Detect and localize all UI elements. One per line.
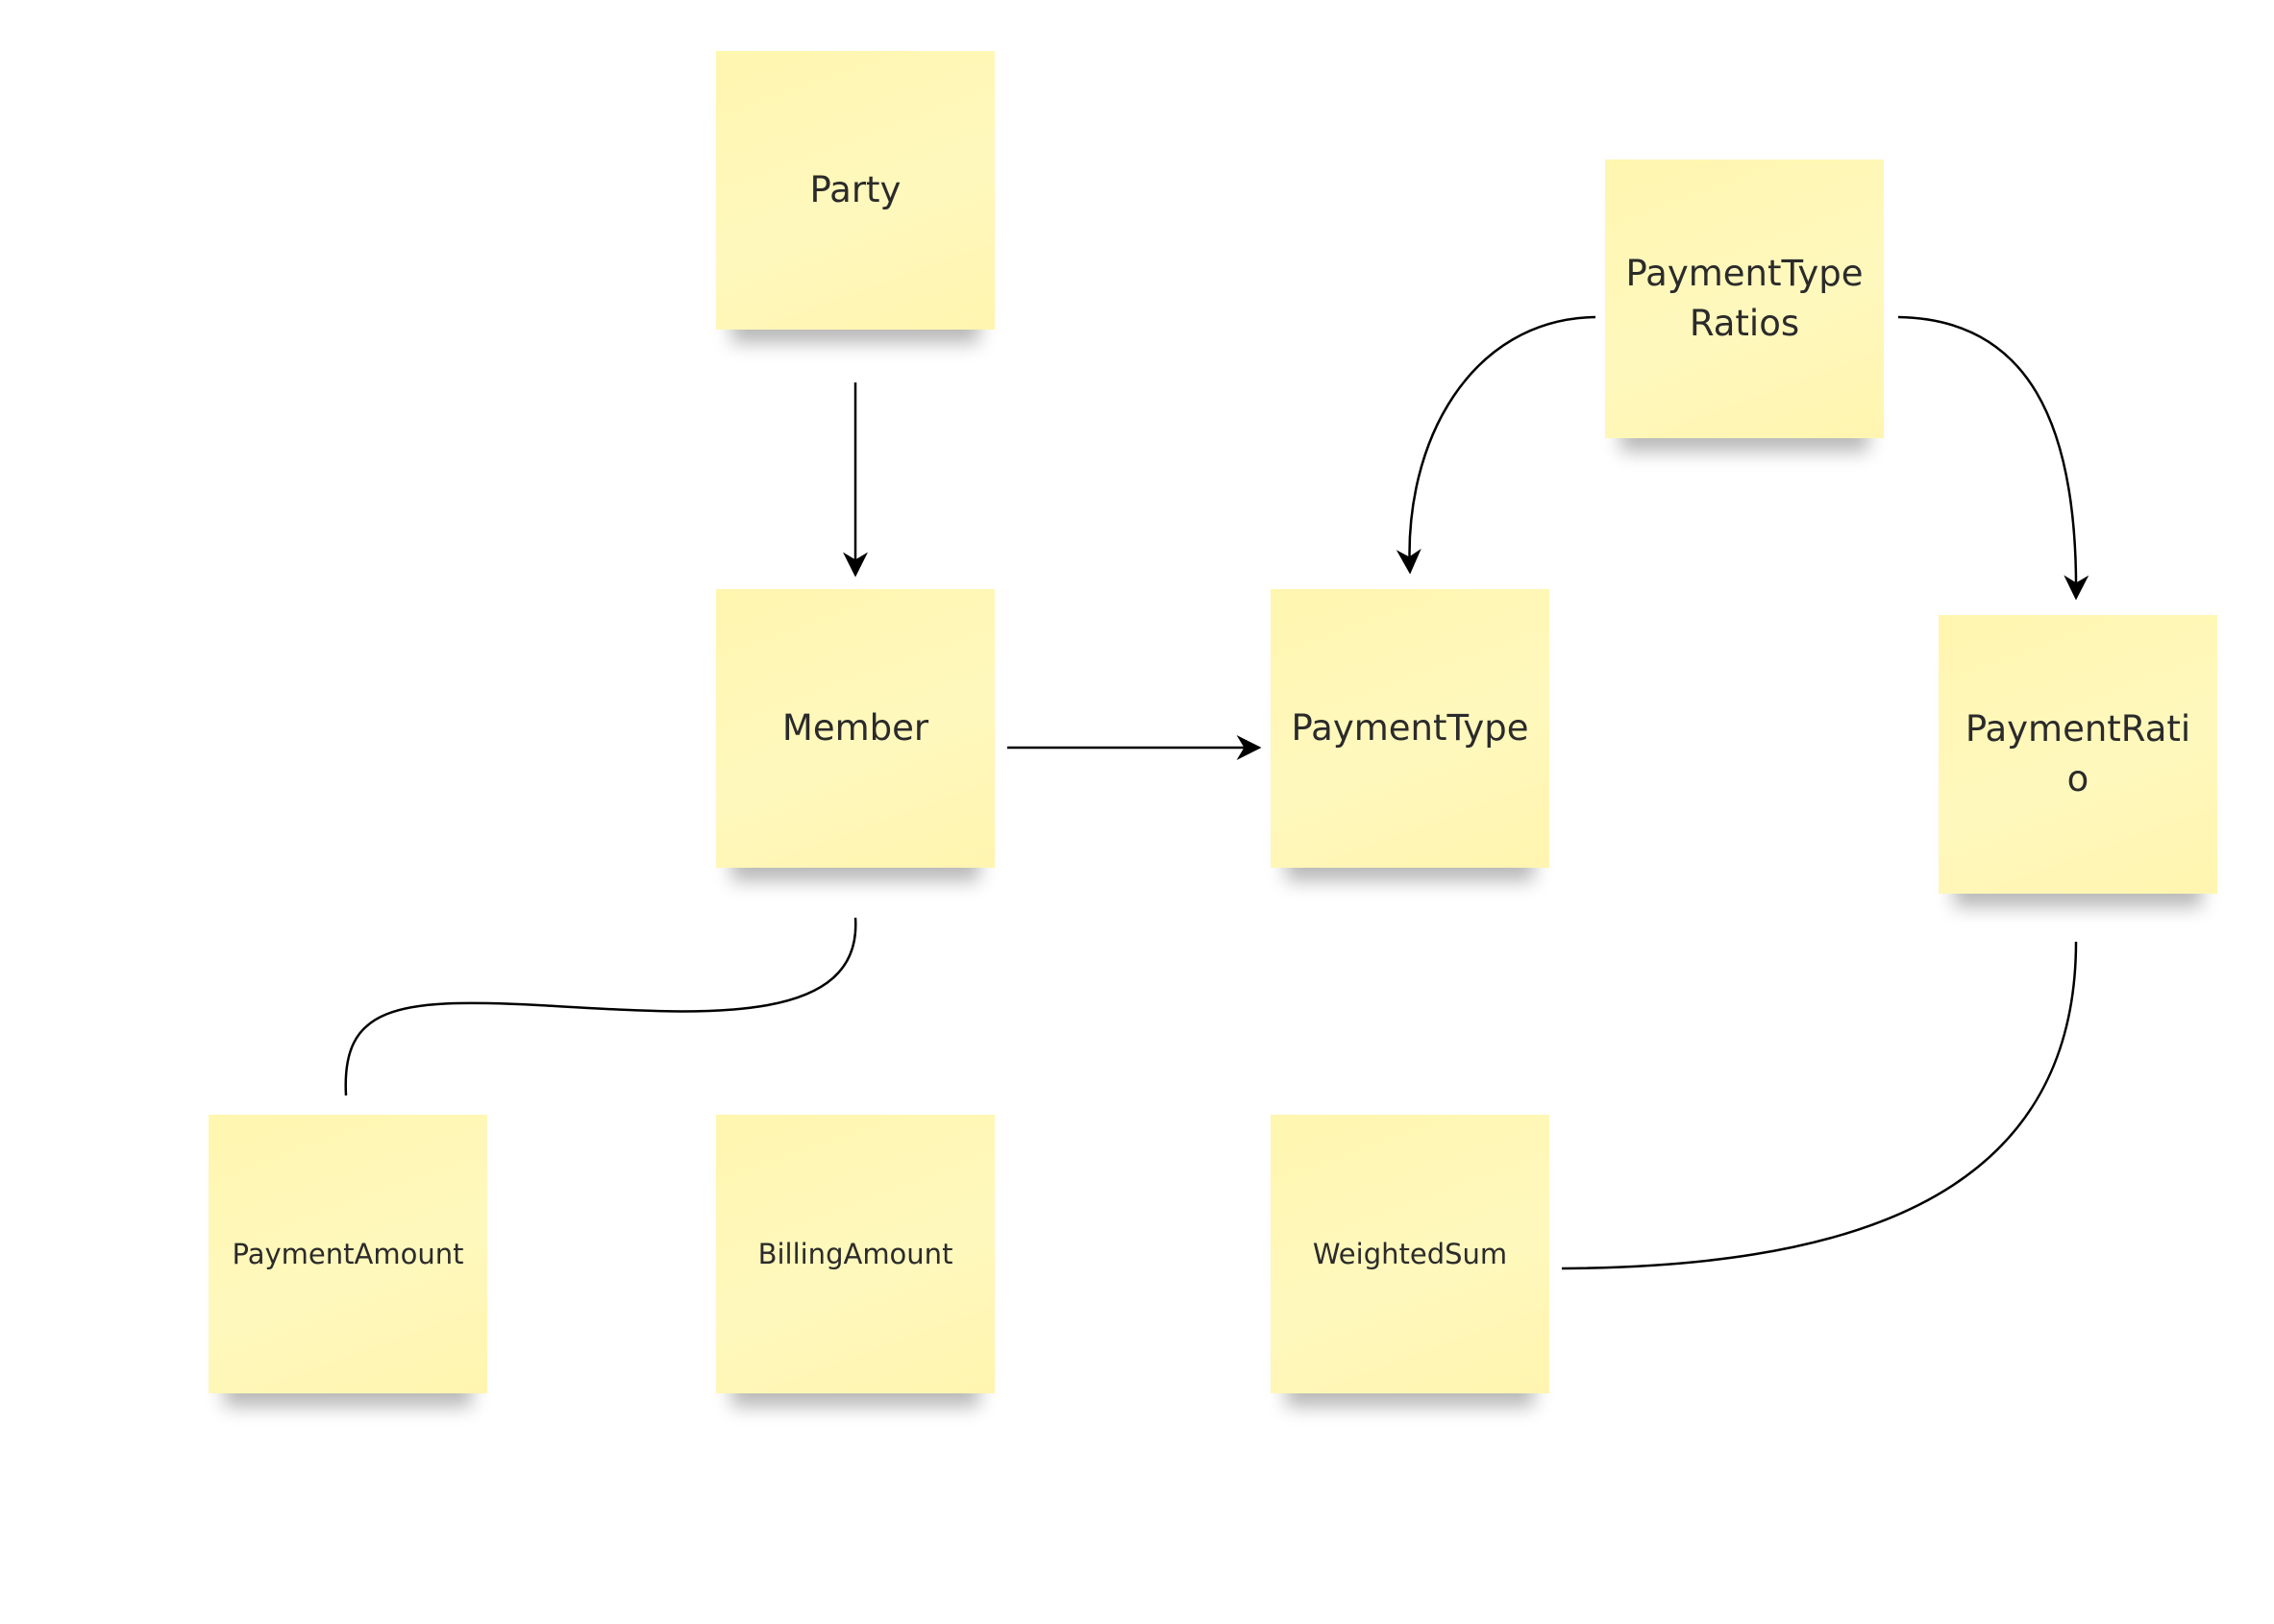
- sticky-note-text: PaymentAmount: [232, 1238, 464, 1270]
- sticky-note-billingamount[interactable]: BillingAmount: [716, 1115, 995, 1393]
- sticky-note-paymenttyperatios[interactable]: PaymentType Ratios: [1605, 160, 1884, 438]
- sticky-note-text: BillingAmount: [757, 1238, 953, 1270]
- sticky-note-text: PaymentType: [1291, 707, 1529, 749]
- sticky-note-text: Party: [809, 169, 902, 210]
- sticky-note-weightedsum[interactable]: WeightedSum: [1271, 1115, 1549, 1393]
- sticky-note-paymenttype[interactable]: PaymentType: [1271, 589, 1549, 868]
- sticky-note-paymentratio[interactable]: PaymentRati o: [1939, 615, 2217, 894]
- sticky-note-party[interactable]: Party: [716, 51, 995, 330]
- connector-member-paymentamount[interactable]: [344, 917, 857, 1096]
- sticky-note-paymentamount[interactable]: PaymentAmount: [209, 1115, 487, 1393]
- sticky-note-member[interactable]: Member: [716, 589, 995, 868]
- connector-paymenttyperatios-paymentratio[interactable]: [1897, 315, 2089, 601]
- sticky-note-text: WeightedSum: [1312, 1238, 1508, 1270]
- sticky-note-text: PaymentRati o: [1965, 708, 2191, 800]
- sticky-note-text: Member: [781, 707, 929, 749]
- sticky-note-text: PaymentType Ratios: [1625, 253, 1864, 344]
- connector-paymenttyperatios-paymenttype[interactable]: [1396, 315, 1596, 575]
- connector-paymentratio-weightedsum[interactable]: [1561, 941, 2078, 1270]
